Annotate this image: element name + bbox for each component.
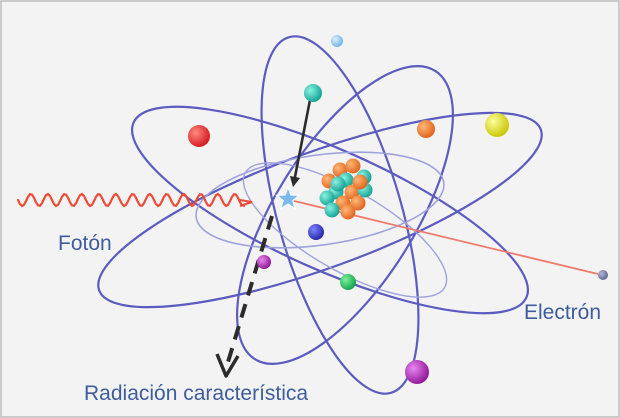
electron-yellow [485,113,509,137]
radiation-arrow [226,215,274,363]
electron-light-blue [331,35,343,47]
photon-wave [16,192,246,208]
electron-purple-small [257,255,271,269]
electron-purple-large [405,360,429,384]
transition-arrow [289,99,312,188]
nucleus-proton [345,158,361,174]
radiation-label: Radiación característica [84,382,309,405]
nucleus-proton [350,195,366,211]
electron-teal [304,84,322,102]
orbit-2 [130,105,530,315]
electron-orange [417,120,435,138]
nucleus-proton [352,174,368,190]
nucleus-neutron [319,190,335,206]
orbit-5 [195,151,445,249]
electron-label: Electrón [524,301,602,324]
photon-label: Fotón [58,232,112,255]
nucleus [319,158,373,220]
electron-blue [308,224,324,240]
nucleus-neutron [324,202,340,218]
orbit-4 [260,35,420,395]
ejected-electron [598,270,608,280]
star-icon [274,185,302,211]
orbit-3 [236,65,454,365]
nucleus-proton [340,204,356,220]
electrons [188,35,509,384]
nucleus-proton [344,184,360,200]
electron-red [188,125,210,147]
nucleus-neutron [330,176,346,192]
radiation-arrowhead [215,353,240,378]
electron-green [340,274,356,290]
photon-arrowhead [239,199,253,207]
